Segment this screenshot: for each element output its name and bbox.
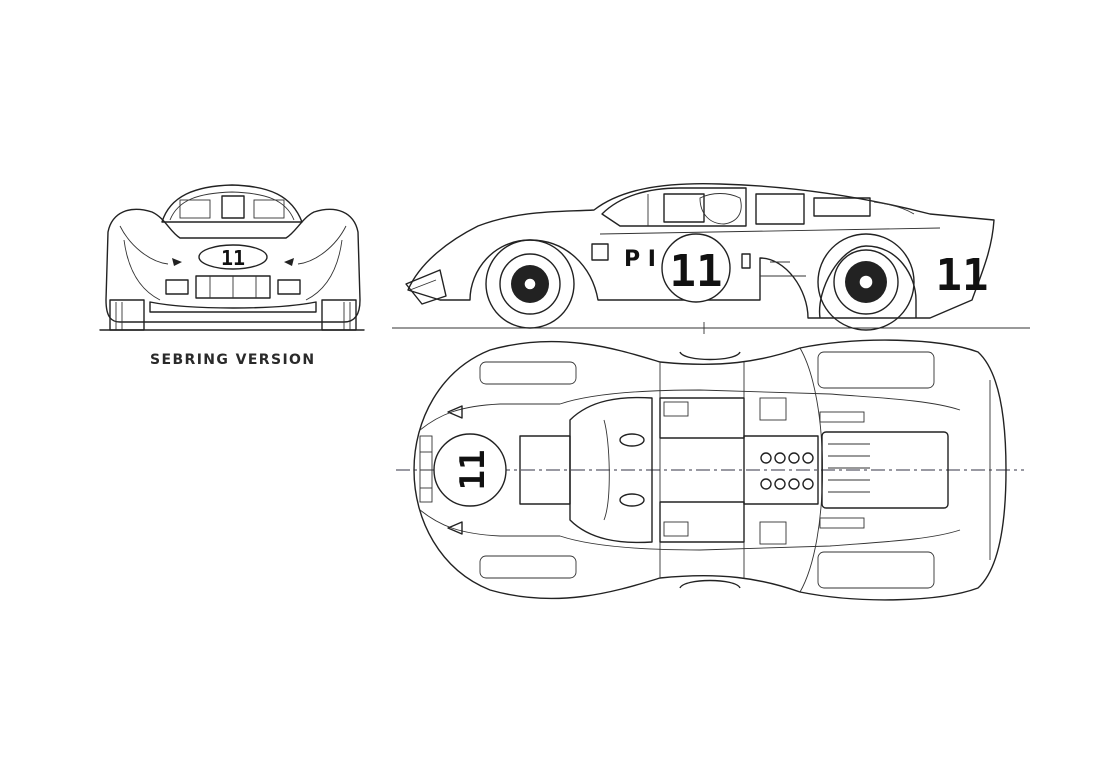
top-race-number: 11 xyxy=(453,450,493,491)
side-view: P I 11 11 xyxy=(392,183,1030,334)
front-view: 11 xyxy=(99,184,365,331)
side-race-number: 11 xyxy=(670,246,723,297)
drawing-caption: SEBRING VERSION xyxy=(150,352,316,368)
tail-race-number: 11 xyxy=(936,250,989,301)
top-view: 11 xyxy=(396,339,1024,601)
side-class-plate: P I xyxy=(624,247,656,272)
front-race-number: 11 xyxy=(221,246,245,270)
